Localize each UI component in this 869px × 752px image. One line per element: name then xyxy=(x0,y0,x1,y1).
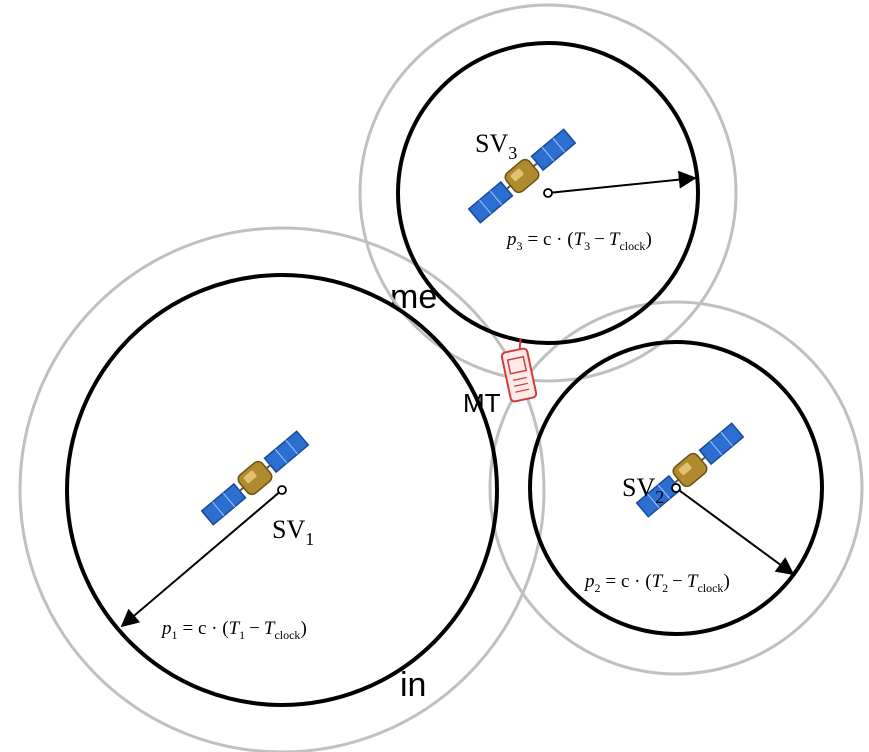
sv3-label: SV3 xyxy=(475,129,517,163)
sv2-range-arrow xyxy=(675,487,795,576)
mobile-terminal-icon xyxy=(500,338,538,403)
sv2-center-dot xyxy=(671,483,681,493)
mobile-terminal-label: MT xyxy=(463,388,501,418)
text-fragment-bottom: in xyxy=(400,666,426,704)
sv2-range-circle xyxy=(528,340,824,636)
sv1-pseudorange-formula: p1= c · (T1−Tclock) xyxy=(160,618,307,642)
sv3-outer-range-circle xyxy=(358,3,738,383)
sv1-range-circle xyxy=(65,273,499,707)
sv1-outer-range-circle xyxy=(18,226,546,752)
sv3-range-arrow xyxy=(547,170,697,194)
sv3-center-dot xyxy=(543,188,553,198)
sv3-pseudorange-formula: p3= c · (T3−Tclock) xyxy=(505,229,652,253)
sv1-center-dot xyxy=(277,485,287,495)
satellite-icon-sv2 xyxy=(633,419,747,521)
sv1-range-arrow xyxy=(120,489,283,628)
sv3-range-circle xyxy=(396,41,700,345)
sv2-outer-range-circle xyxy=(488,300,864,676)
sv2-label: SV2 xyxy=(622,473,664,507)
sv1-label: SV1 xyxy=(272,515,314,549)
sv2-pseudorange-formula: p2= c · (T2−Tclock) xyxy=(583,571,730,595)
